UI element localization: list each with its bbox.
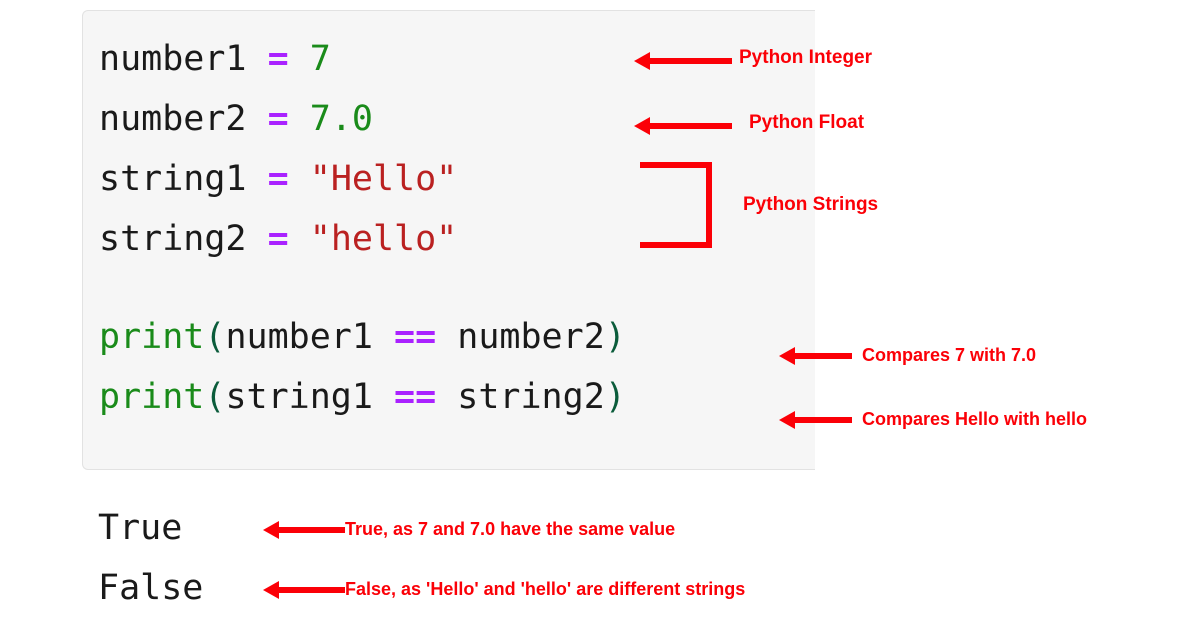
- arrow-head-icon: [263, 521, 279, 539]
- token-plain: [247, 219, 268, 259]
- arrow-shaft: [793, 353, 852, 359]
- token-operator: =: [267, 159, 289, 199]
- annotation-false-note: False, as 'Hello' and 'hello' are differ…: [345, 579, 746, 599]
- arrow-head-icon: [634, 52, 650, 70]
- token-string: "hello": [309, 219, 458, 259]
- token-string: "Hello": [309, 159, 458, 199]
- token-name: number2: [99, 99, 247, 139]
- token-plain: [373, 377, 394, 417]
- bracket-python-strings: [640, 162, 712, 248]
- token-plain: [289, 159, 310, 199]
- arrow-shaft: [277, 527, 345, 533]
- token-punct: (: [204, 377, 226, 417]
- output-false: False: [98, 568, 204, 608]
- token-plain: [247, 39, 268, 79]
- token-punct: ): [604, 377, 626, 417]
- token-operator: =: [267, 219, 289, 259]
- line-string1: string1 = "Hello": [99, 149, 626, 209]
- annotation-python-float: Python Float: [749, 112, 865, 133]
- line-number2: number2 = 7.0: [99, 89, 626, 149]
- token-plain: [289, 99, 310, 139]
- line-string2: string2 = "hello": [99, 209, 626, 269]
- annotation-compare-numbers: Compares 7 with 7.0: [862, 345, 1037, 365]
- token-name: number1: [225, 317, 373, 357]
- arrow-head-icon: [263, 581, 279, 599]
- token-name: string1: [99, 159, 247, 199]
- annotation-python-strings: Python Strings: [743, 194, 879, 215]
- arrow-head-icon: [779, 411, 795, 429]
- arrow-true-note: [263, 521, 345, 539]
- arrow-shaft: [793, 417, 852, 423]
- token-plain: [436, 317, 457, 357]
- arrow-compare-strings: [779, 411, 852, 429]
- line-number1: number1 = 7: [99, 29, 626, 89]
- line-print-numbers: print(number1 == number2): [99, 307, 626, 367]
- arrow-python-integer: [634, 52, 732, 70]
- token-plain: [247, 159, 268, 199]
- annotation-true-note: True, as 7 and 7.0 have the same value: [345, 519, 676, 539]
- token-name: string2: [99, 219, 247, 259]
- line-blank: [99, 269, 626, 307]
- token-name: number1: [99, 39, 247, 79]
- token-builtin: print: [99, 377, 205, 417]
- token-number: 7: [309, 39, 331, 79]
- annotation-compare-strings: Compares Hello with hello: [862, 409, 1088, 429]
- arrow-false-note: [263, 581, 345, 599]
- bracket-right-line: [706, 162, 712, 248]
- token-name: number2: [457, 317, 605, 357]
- annotation-python-integer: Python Integer: [739, 47, 873, 68]
- token-punct: ): [604, 317, 626, 357]
- token-name: string2: [457, 377, 605, 417]
- arrow-shaft: [648, 58, 732, 64]
- bracket-bottom-line: [640, 242, 712, 248]
- output-true: True: [98, 508, 183, 548]
- token-name: string1: [225, 377, 373, 417]
- arrow-head-icon: [779, 347, 795, 365]
- token-plain: [436, 377, 457, 417]
- line-print-strings: print(string1 == string2): [99, 367, 626, 427]
- token-plain: [289, 219, 310, 259]
- arrow-shaft: [648, 123, 732, 129]
- arrow-head-icon: [634, 117, 650, 135]
- token-plain: [247, 99, 268, 139]
- token-builtin: print: [99, 317, 205, 357]
- bracket-top-line: [640, 162, 712, 168]
- arrow-shaft: [277, 587, 345, 593]
- token-plain: [373, 317, 394, 357]
- arrow-python-float: [634, 117, 732, 135]
- token-punct: (: [204, 317, 226, 357]
- token-plain: [289, 39, 310, 79]
- token-number: 7.0: [309, 99, 373, 139]
- arrow-compare-numbers: [779, 347, 852, 365]
- token-operator: ==: [394, 317, 437, 357]
- token-operator: ==: [394, 377, 437, 417]
- token-operator: =: [267, 39, 289, 79]
- token-operator: =: [267, 99, 289, 139]
